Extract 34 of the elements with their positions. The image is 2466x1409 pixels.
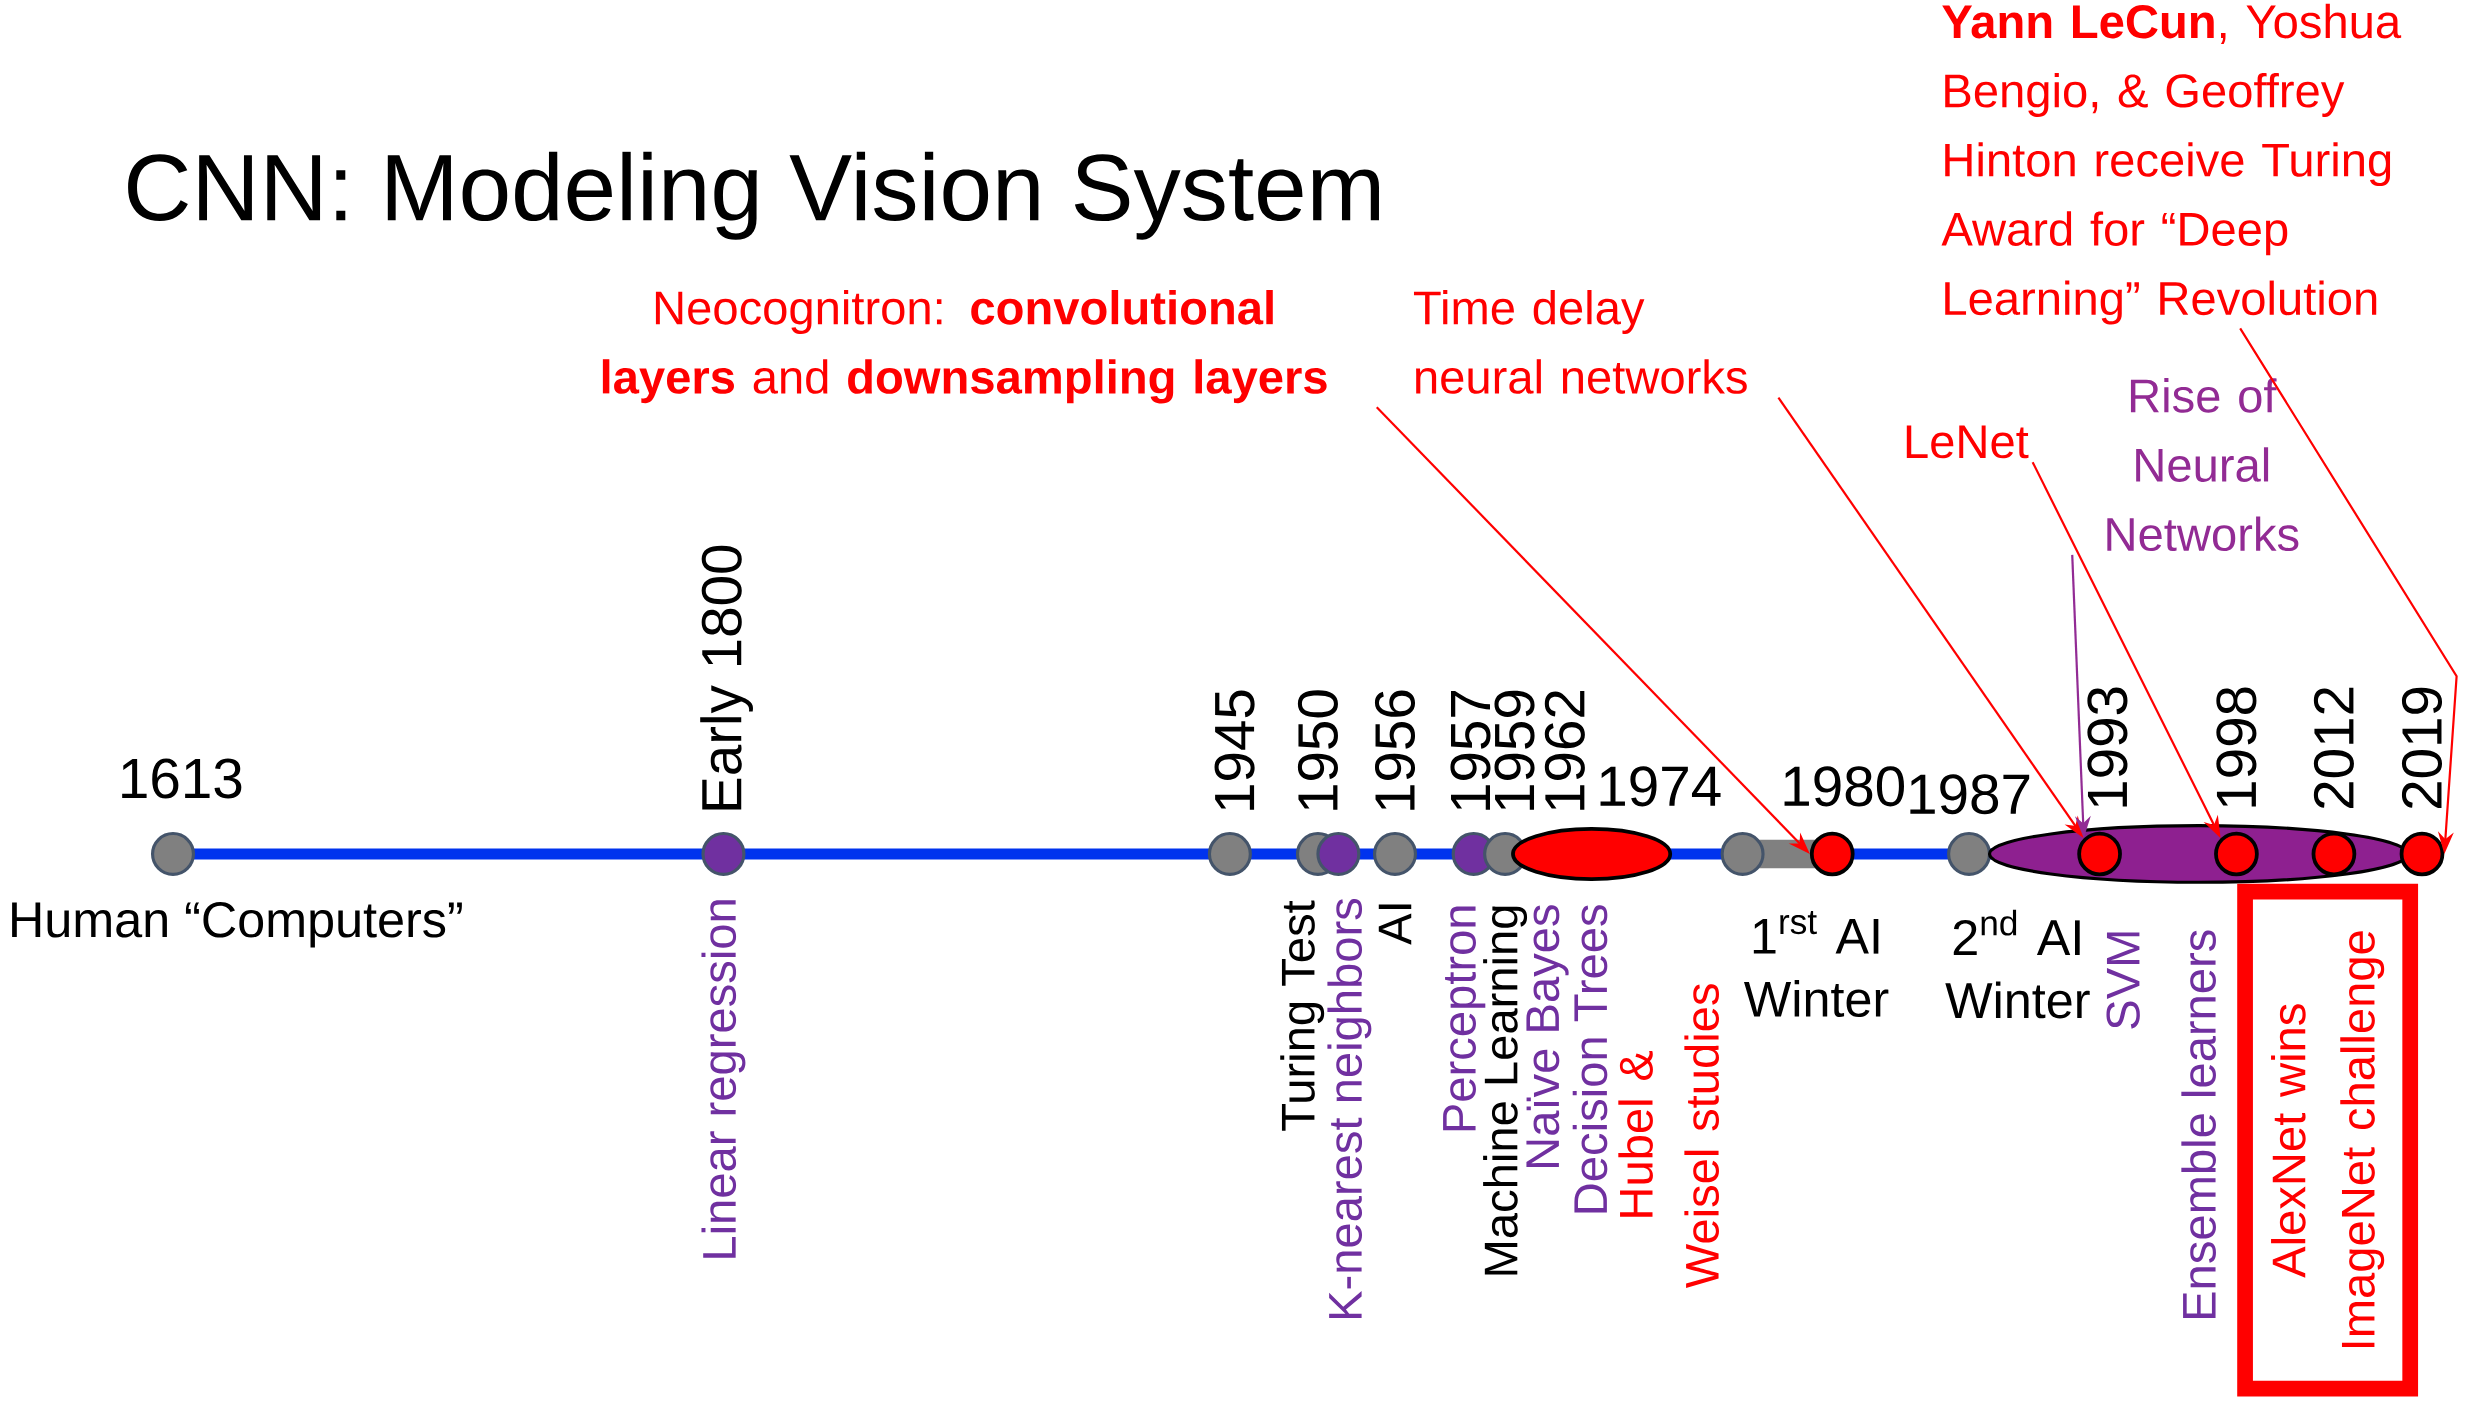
- event-label: Turing Test: [1280, 900, 1325, 1131]
- event-label: Human “Computers”: [12, 901, 462, 948]
- event-label: K-nearest neighbors: [1327, 898, 1372, 1319]
- year-label: Early 1800: [700, 545, 753, 810]
- year-label: 1974: [1600, 766, 1721, 807]
- period-label: 2$^{nd}$ AI Winter: [1945, 909, 2090, 1019]
- event-label: Decision Trees: [1572, 905, 1608, 1213]
- year-label: 1993: [2087, 687, 2128, 807]
- title: CNN: Modeling Vision System: [128, 151, 1379, 240]
- year-label: 1998: [2216, 687, 2257, 807]
- year-label: 1957: [1450, 690, 1491, 810]
- event-label: Linear regression: [701, 900, 746, 1258]
- year-label: 1950: [1297, 690, 1338, 810]
- annotation-text: LeNet: [1906, 425, 2029, 459]
- year-label: 1956: [1374, 690, 1416, 810]
- annotation-text: Rise of Neural Networks: [2107, 378, 2299, 552]
- annotation-text: Yann LeCun, Yoshua Bengio, & Geoffrey Hinton receive Turing Award for “Deep Learning” Revolution: [1941, 3, 2402, 325]
- annotation-text: Neocognitron: convolutional layers and downsampling layers: [602, 289, 1327, 404]
- year-label: 1613: [122, 758, 242, 799]
- event-label: Hubel & Weisel studies: [1618, 984, 1719, 1289]
- callout-box: AlexNet wins ImageNet challenge: [2237, 883, 2419, 1397]
- year-label: 1959: [1494, 690, 1535, 810]
- year-label: 1962: [1544, 690, 1585, 810]
- event-label: Ensemble learners: [2181, 930, 2216, 1318]
- period-label: 1$^{rst}$ AI Winter: [1744, 911, 1889, 1017]
- year-label: 1945: [1214, 690, 1255, 810]
- year-label: 2012: [2313, 687, 2354, 808]
- year-label: 2019: [2401, 687, 2443, 808]
- event-label: SVM: [2106, 932, 2140, 1029]
- year-label: 1980: [1784, 766, 1904, 807]
- annotation-text: Time delay neural networks: [1413, 289, 1747, 394]
- year-label: 1987: [1910, 774, 2030, 815]
- event-label: Naïve Bayes: [1526, 905, 1569, 1167]
- event-label: AI: [1378, 904, 1412, 945]
